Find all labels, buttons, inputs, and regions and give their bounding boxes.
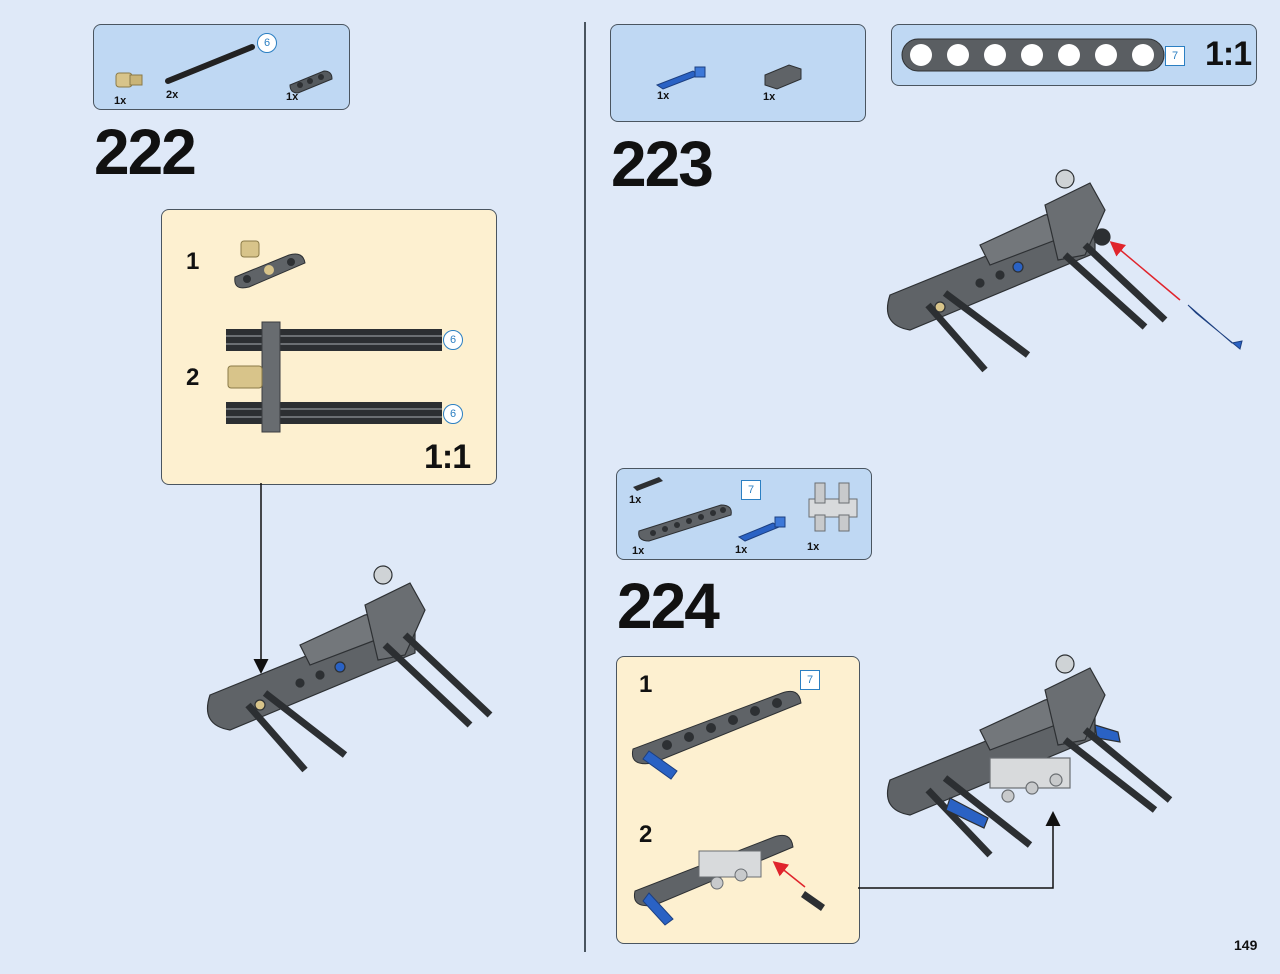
step223-scale-box: 7 1:1 [891, 24, 1257, 86]
step-number: 223 [611, 128, 714, 200]
axle-length-badge: 6 [257, 33, 277, 53]
scale-indicator: 1:1 [424, 438, 471, 476]
step222-model-illustration [206, 565, 493, 773]
step224-parts-box: 7 1x 1x 1x 1x [616, 468, 872, 560]
light-gray-connector-icon [808, 482, 858, 532]
part-qty: 1x [807, 541, 820, 553]
callout-arrow [858, 811, 1061, 889]
step222-submodel-box: 1 2 6 6 1:1 [161, 209, 497, 485]
part-qty: 1x [735, 544, 748, 556]
step223-parts-box: 1x 1x [610, 24, 866, 122]
substep-number: 1 [186, 248, 200, 275]
beam-with-tan-pin-icon [234, 240, 306, 289]
step224-submodel-box: 1 7 2 [616, 656, 860, 944]
substep-number: 2 [186, 364, 200, 391]
gray-beam-3-icon [289, 70, 333, 94]
axle-assembly-icon [226, 321, 442, 433]
tan-axle-pin-icon [115, 72, 143, 88]
substep-number: 2 [639, 821, 653, 848]
beam-length-badge: 7 [1165, 46, 1185, 66]
blue-pin-icon [737, 516, 786, 542]
scale-indicator: 1:1 [1205, 35, 1252, 73]
gray-beam-7-icon [638, 504, 732, 542]
part-qty: 1x [114, 95, 127, 107]
step223-model-illustration [886, 169, 1243, 373]
beam-connector-assembly-icon [633, 834, 825, 926]
step222-parts-box: 6 1x 2x 1x [93, 24, 350, 110]
axle-length-badge: 6 [443, 404, 463, 424]
part-qty: 1x [632, 545, 645, 557]
gray-beam-7-icon [901, 38, 1165, 72]
page-divider [584, 22, 586, 952]
step-number: 222 [94, 116, 197, 188]
callout-arrow [253, 483, 269, 674]
part-qty: 1x [657, 90, 670, 102]
beam-with-blue-pin-icon [631, 690, 802, 780]
part-qty: 1x [763, 91, 776, 103]
beam-length-badge: 7 [741, 480, 761, 500]
step224-model-illustration [886, 654, 1173, 858]
axle-length-badge: 6 [443, 330, 463, 350]
black-pin-icon [633, 477, 663, 491]
blue-pin-icon [655, 66, 706, 90]
black-axle-icon [165, 44, 255, 84]
part-qty: 1x [286, 91, 299, 103]
step-number: 224 [617, 570, 720, 642]
part-qty: 1x [629, 494, 642, 506]
page-number: 149 [1234, 937, 1258, 953]
part-qty: 2x [166, 89, 179, 101]
beam-length-badge: 7 [800, 670, 820, 690]
gray-beam-2-icon [764, 64, 802, 90]
substep-number: 1 [639, 671, 653, 698]
